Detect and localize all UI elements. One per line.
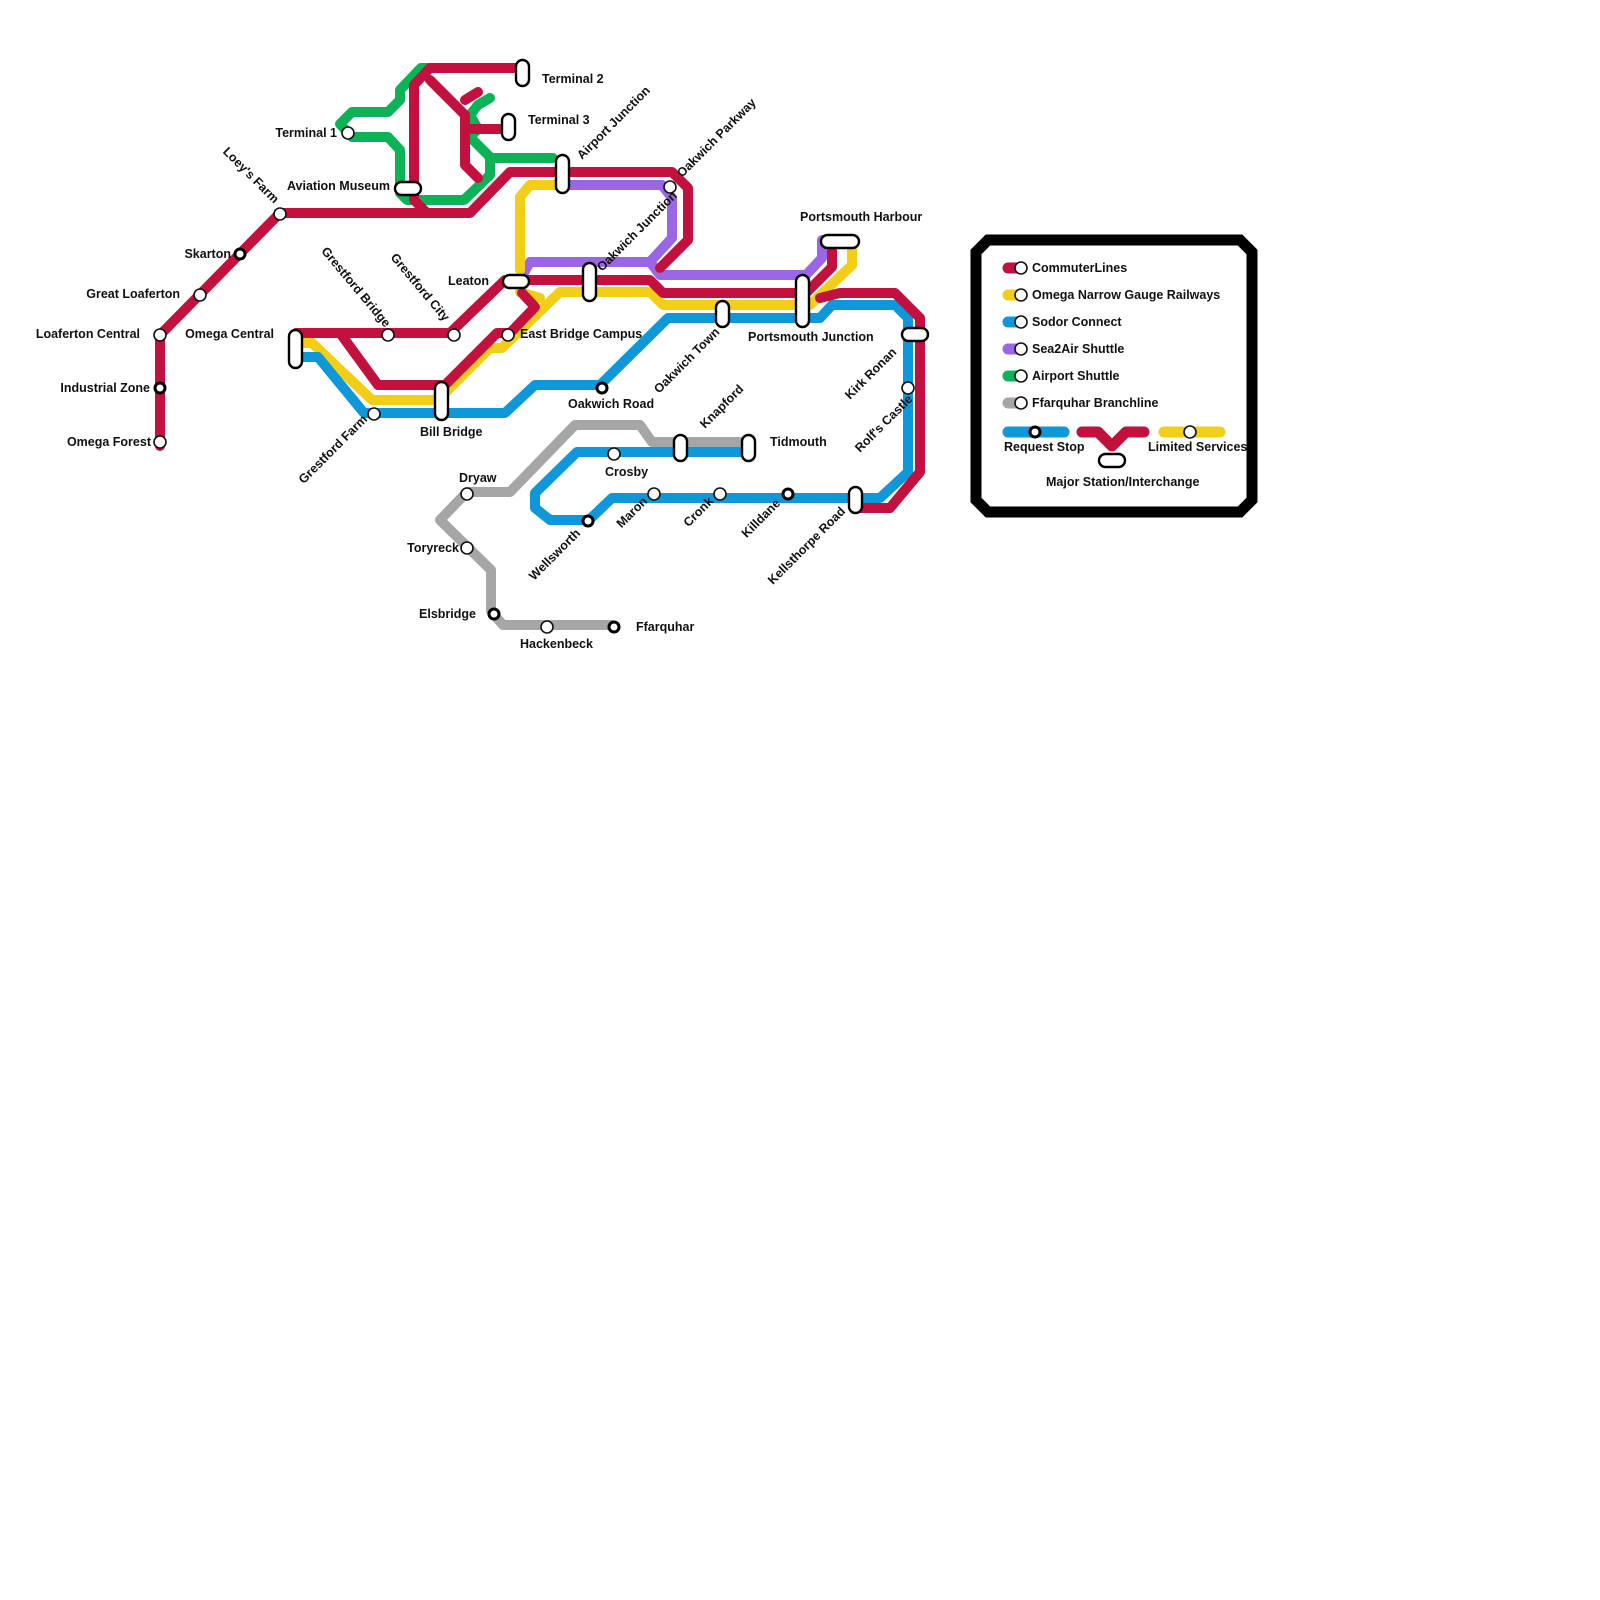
station-omega-central[interactable] — [287, 328, 304, 370]
legend-label-major-station: Major Station/Interchange — [1046, 475, 1200, 489]
legend-item-airport: Airport Shuttle — [1002, 369, 1120, 383]
station-crosby[interactable] — [607, 447, 621, 461]
label-elsbridge: Elsbridge — [419, 607, 476, 621]
legend-label-request-stop: Request Stop — [1004, 440, 1085, 454]
label-hackenbeck: Hackenbeck — [520, 637, 593, 651]
label-tidmouth: Tidmouth — [770, 435, 827, 449]
label-loaferton-central: Loaferton Central — [36, 327, 140, 341]
legend-item-branch: Ffarquhar Branchline — [1002, 396, 1158, 410]
station-skarton[interactable] — [233, 247, 247, 261]
legend-label-narrow-gauge: Omega Narrow Gauge Railways — [1032, 288, 1220, 302]
label-terminal-2: Terminal 2 — [542, 72, 604, 86]
station-cronk[interactable] — [713, 487, 727, 501]
station-industrial-zone[interactable] — [153, 381, 167, 395]
label-portsmouth-junction: Portsmouth Junction — [748, 330, 874, 344]
station-loeys-farm[interactable] — [273, 207, 287, 221]
label-oakwich-town: Oakwich Town — [651, 325, 722, 396]
station-grestford-city[interactable] — [447, 328, 461, 342]
station-markers — [153, 58, 930, 634]
label-crosby: Crosby — [605, 465, 648, 479]
label-oakwich-parkway: Oakwich Parkway — [674, 96, 759, 181]
label-grestford-bridge: Grestford Bridge — [318, 244, 393, 330]
sodor-connect-line — [291, 300, 913, 525]
label-grestford-farm: Grestford Farm — [296, 412, 370, 486]
legend-item-commuter: CommuterLines — [1002, 261, 1127, 275]
label-toryreck: Toryreck — [407, 541, 459, 555]
label-leaton: Leaton — [448, 274, 489, 288]
station-portsmouth-junction[interactable] — [794, 273, 811, 329]
station-oakwich-town[interactable] — [714, 299, 731, 329]
legend-item-sea2air: Sea2Air Shuttle — [1002, 342, 1124, 356]
legend: CommuterLines Omega Narrow Gauge Railway… — [970, 234, 1258, 518]
station-rolfs-castle[interactable] — [901, 381, 915, 395]
label-oakwich-road: Oakwich Road — [568, 397, 654, 411]
station-aviation-museum[interactable] — [393, 180, 423, 197]
station-kellsthorpe-road[interactable] — [847, 485, 864, 515]
station-portsmouth-harbour[interactable] — [819, 233, 861, 250]
legend-frame — [970, 234, 1258, 518]
station-grestford-bridge[interactable] — [381, 328, 395, 342]
legend-item-narrow-gauge: Omega Narrow Gauge Railways — [1002, 288, 1220, 302]
label-loeys-farm: Loey's Farm — [220, 145, 282, 207]
station-grestford-farm[interactable] — [367, 407, 381, 421]
legend-label-commuter: CommuterLines — [1032, 261, 1127, 275]
label-industrial-zone: Industrial Zone — [60, 381, 150, 395]
label-bill-bridge: Bill Bridge — [420, 425, 483, 439]
station-airport-junction[interactable] — [554, 153, 571, 195]
station-loaferton-central[interactable] — [153, 328, 167, 342]
station-terminal-1[interactable] — [341, 126, 355, 140]
label-knapford: Knapford — [697, 382, 746, 431]
station-oakwich-junction[interactable] — [581, 261, 598, 303]
legend-limited-services: Limited Services — [1148, 425, 1247, 454]
station-tidmouth[interactable] — [740, 433, 757, 463]
station-east-bridge-campus[interactable] — [501, 328, 515, 342]
station-hackenbeck[interactable] — [540, 620, 554, 634]
label-omega-central: Omega Central — [185, 327, 274, 341]
label-portsmouth-harbour: Portsmouth Harbour — [800, 210, 922, 224]
station-ffarquhar[interactable] — [607, 620, 621, 634]
label-ffarquhar: Ffarquhar — [636, 620, 694, 634]
station-oakwich-parkway[interactable] — [663, 180, 677, 194]
label-east-bridge-campus: East Bridge Campus — [520, 327, 642, 341]
label-aviation-museum: Aviation Museum — [287, 179, 390, 193]
station-bill-bridge[interactable] — [433, 380, 450, 422]
station-terminal-2[interactable] — [514, 58, 531, 88]
station-dryaw[interactable] — [460, 487, 474, 501]
station-oakwich-road[interactable] — [595, 381, 609, 395]
label-dryaw: Dryaw — [459, 471, 497, 485]
station-wellsworth[interactable] — [581, 514, 595, 528]
station-maron[interactable] — [647, 487, 661, 501]
station-killdane[interactable] — [781, 487, 795, 501]
station-toryreck[interactable] — [460, 541, 474, 555]
legend-label-branch: Ffarquhar Branchline — [1032, 396, 1158, 410]
legend-item-sodor: Sodor Connect — [1002, 315, 1122, 329]
label-kellsthorpe-road: Kellsthorpe Road — [765, 504, 848, 587]
label-grestford-city: Grestford City — [388, 251, 453, 324]
label-great-loaferton: Great Loaferton — [86, 287, 180, 301]
label-kirk-ronan: Kirk Ronan — [842, 345, 899, 402]
label-terminal-3: Terminal 3 — [528, 113, 590, 127]
label-omega-forest: Omega Forest — [67, 435, 152, 449]
station-knapford[interactable] — [672, 433, 689, 463]
station-great-loaferton[interactable] — [193, 288, 207, 302]
legend-label-airport: Airport Shuttle — [1032, 369, 1120, 383]
legend-request-stop: Request Stop — [1002, 425, 1085, 454]
station-terminal-3[interactable] — [500, 112, 517, 142]
station-elsbridge[interactable] — [487, 607, 501, 621]
label-wellsworth: Wellsworth — [526, 526, 583, 583]
station-kirk-ronan[interactable] — [900, 326, 930, 343]
legend-label-sodor: Sodor Connect — [1032, 315, 1122, 329]
legend-major-station: Major Station/Interchange — [1046, 426, 1200, 489]
label-terminal-1: Terminal 1 — [275, 126, 337, 140]
legend-label-limited-services: Limited Services — [1148, 440, 1247, 454]
label-skarton: Skarton — [184, 247, 231, 261]
legend-label-sea2air: Sea2Air Shuttle — [1032, 342, 1124, 356]
station-leaton[interactable] — [501, 273, 531, 290]
station-omega-forest[interactable] — [153, 435, 167, 449]
